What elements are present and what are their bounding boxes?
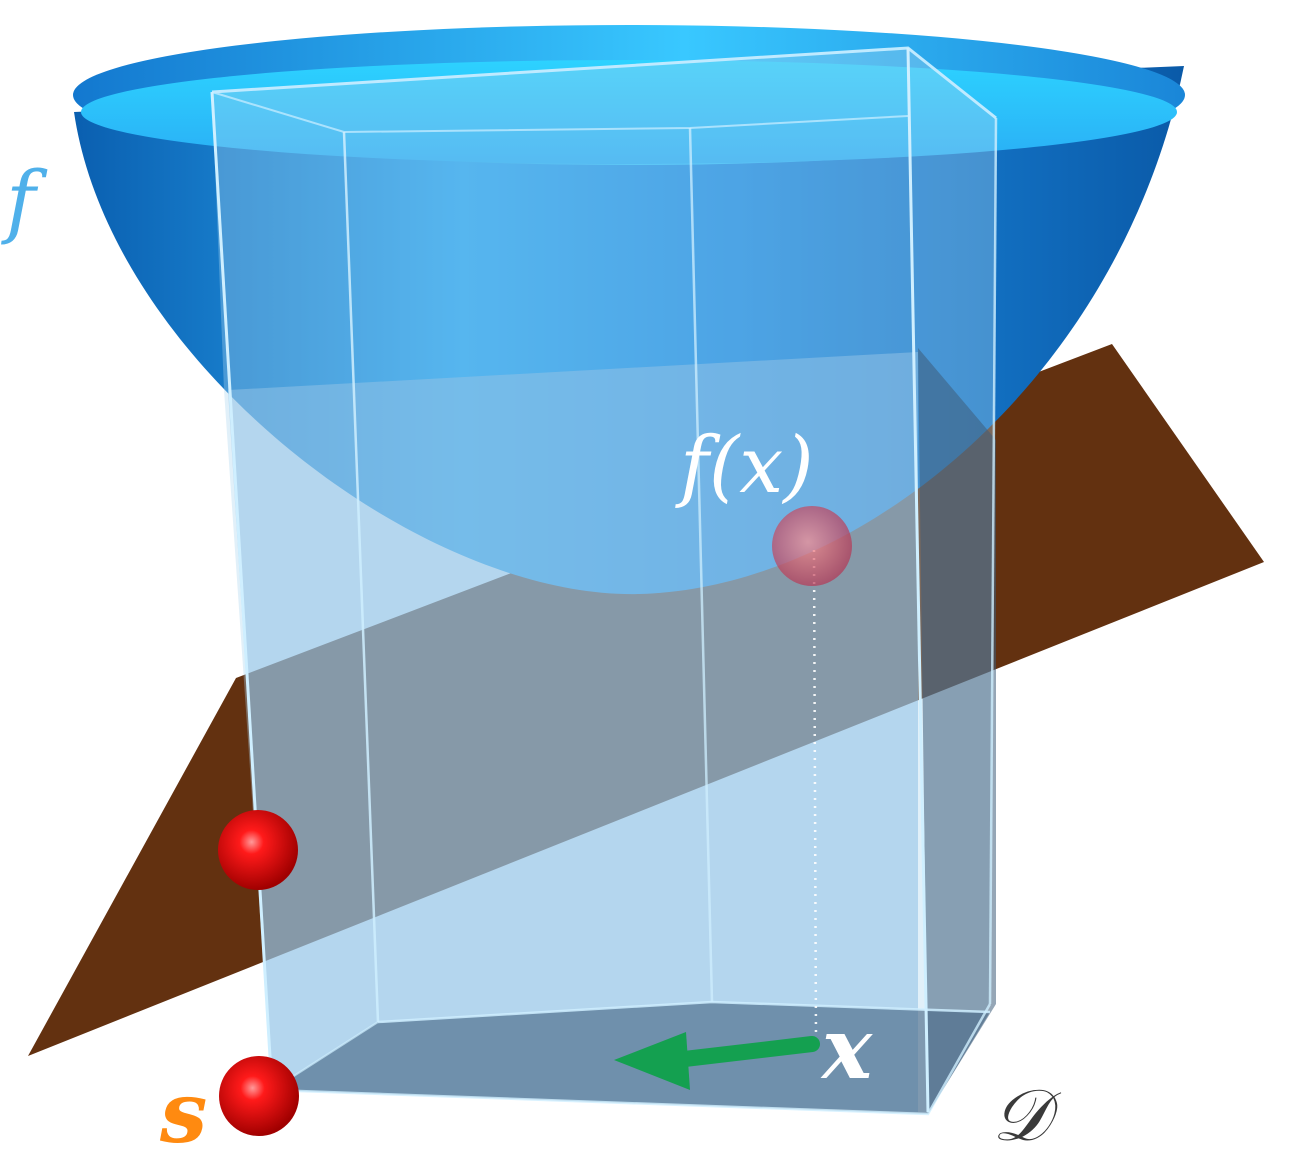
label-f-of-x: f(x) <box>675 421 814 511</box>
point-projection <box>218 810 298 890</box>
descent-arrow <box>614 1032 820 1090</box>
label-x: x <box>820 999 873 1098</box>
prism-domain <box>210 46 998 1116</box>
point-f-of-x <box>772 506 852 586</box>
label-s: s <box>159 1063 207 1162</box>
label-domain: 𝒟 <box>992 1073 1062 1157</box>
projection-line <box>812 549 818 1041</box>
point-s <box>219 1056 299 1136</box>
label-f: f <box>1 154 48 247</box>
